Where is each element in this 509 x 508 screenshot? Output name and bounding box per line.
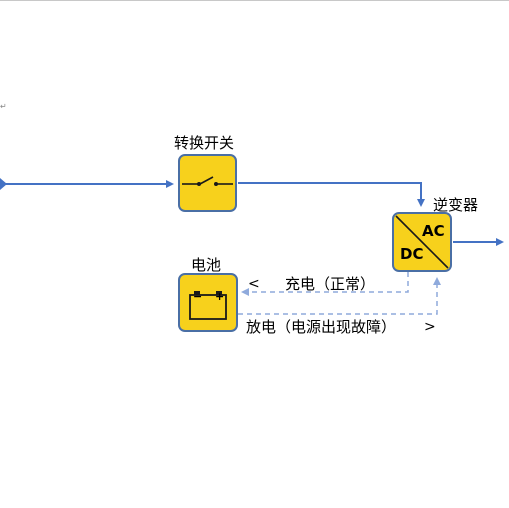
inverter-dc-label: DC bbox=[400, 245, 424, 263]
charge-label: 充电（正常） bbox=[285, 275, 376, 293]
discharge-label: 放电（电源出现故障） bbox=[246, 318, 397, 336]
discharge-path bbox=[238, 277, 441, 315]
switch-icon bbox=[182, 176, 233, 186]
discharge-arrow-mark: > bbox=[424, 319, 436, 335]
input-arrowhead bbox=[0, 178, 7, 190]
inverter-label: 逆变器 bbox=[433, 196, 479, 214]
inverter-ac-label: AC bbox=[422, 222, 445, 240]
switch-label: 转换开关 bbox=[174, 134, 235, 152]
battery-minus: − bbox=[193, 290, 203, 303]
inverter: AC DC bbox=[392, 212, 452, 272]
battery-icon bbox=[189, 291, 227, 320]
top-divider bbox=[0, 0, 509, 1]
charge-path bbox=[241, 272, 409, 296]
paragraph-mark: ↵ bbox=[0, 102, 7, 111]
transfer-switch bbox=[178, 154, 237, 212]
battery-plus: + bbox=[215, 290, 225, 303]
battery-label: 电池 bbox=[191, 256, 222, 274]
battery: − + bbox=[178, 273, 238, 332]
switch-to-inverter-line bbox=[238, 182, 425, 207]
charge-arrow-mark: < bbox=[248, 276, 260, 292]
inverter-diagonal-icon bbox=[395, 215, 449, 269]
